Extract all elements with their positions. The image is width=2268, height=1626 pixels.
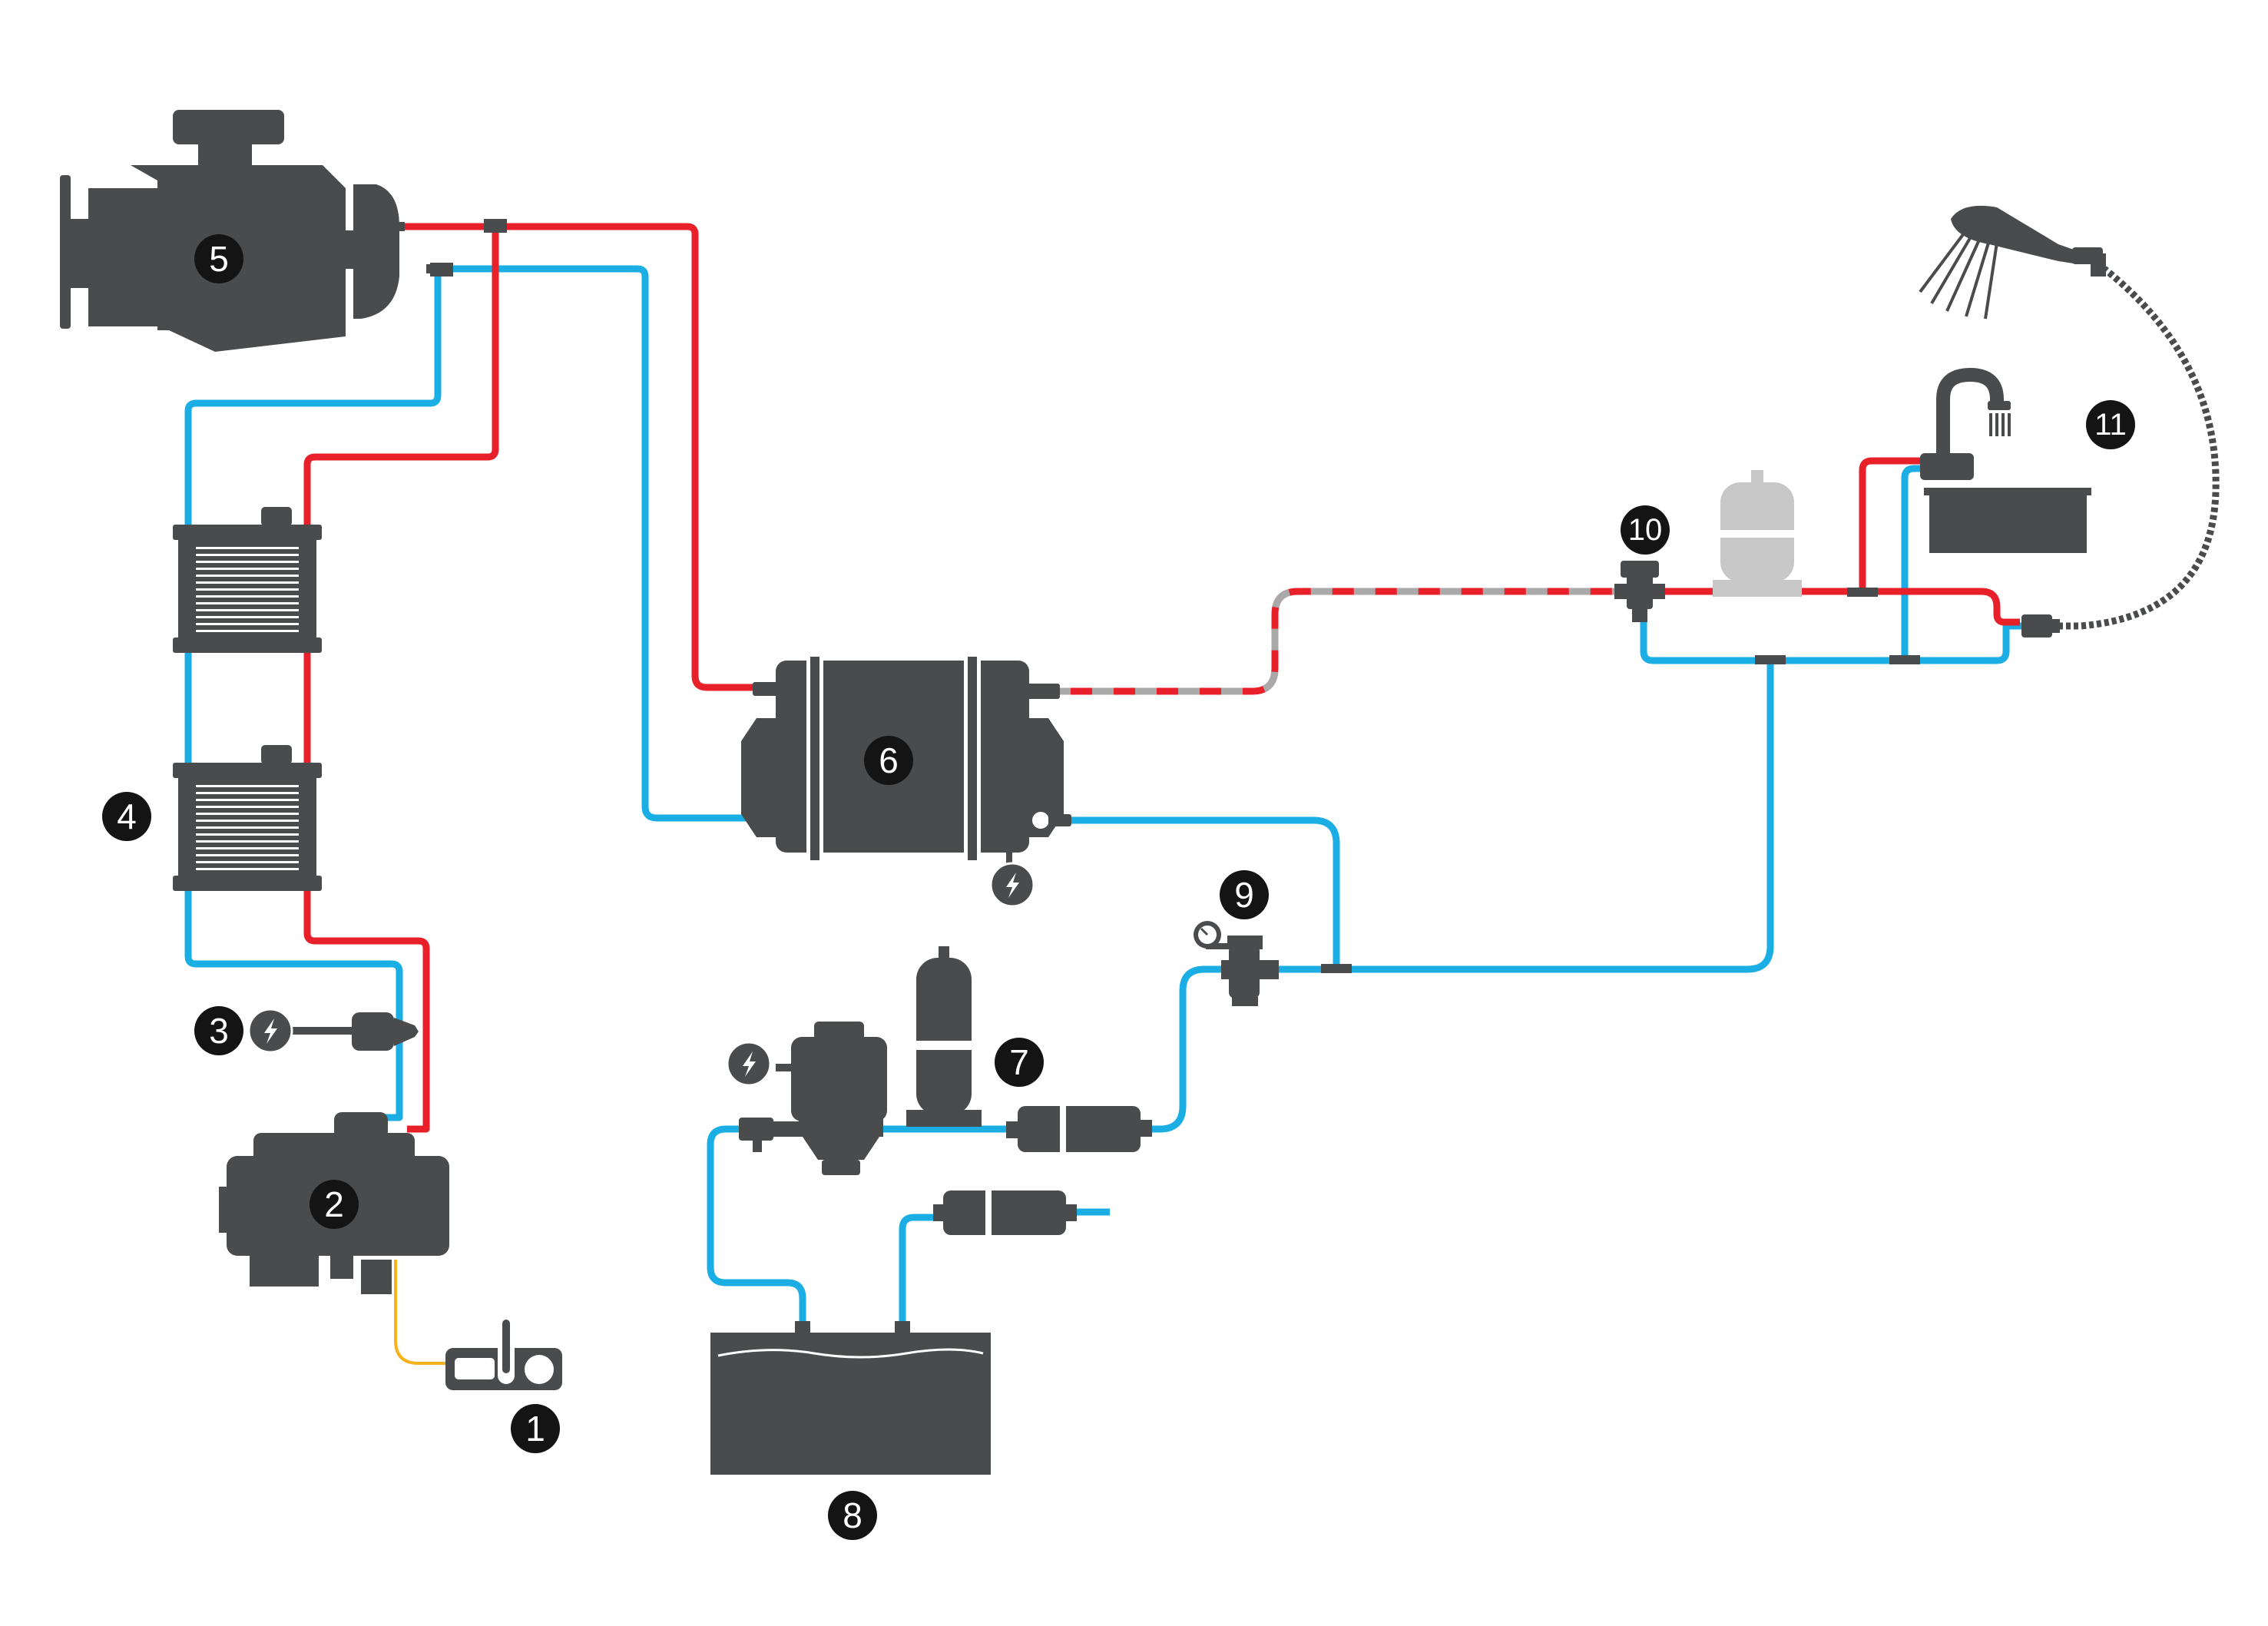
pump-accumulator <box>906 946 982 1127</box>
electrical-connection-icon <box>726 1041 772 1087</box>
marker-7: 7 <box>995 1038 1044 1087</box>
marker-9: 9 <box>1220 870 1269 919</box>
radiator-fin <box>196 854 299 856</box>
radiator-fin <box>196 595 299 598</box>
pressure-gauge-icon <box>1194 921 1221 949</box>
radiator-fin <box>196 826 299 829</box>
radiator-fin <box>196 581 299 584</box>
svg-text:10: 10 <box>1628 513 1663 547</box>
radiator-fin <box>196 568 299 570</box>
marker-10: 10 <box>1621 505 1670 555</box>
marker-6: 6 <box>864 736 913 785</box>
coolant-pipes <box>184 223 776 1133</box>
radiator-fin <box>196 813 299 815</box>
electrical-connection-icon <box>989 862 1035 908</box>
radiator-fin <box>196 547 299 549</box>
circulation-pump <box>284 1012 419 1051</box>
marker-4: 4 <box>102 792 151 841</box>
svg-text:9: 9 <box>1234 875 1254 915</box>
svg-text:11: 11 <box>2094 408 2127 442</box>
svg-text:2: 2 <box>324 1184 344 1224</box>
radiator-fin <box>196 602 299 604</box>
radiator-fin <box>196 820 299 822</box>
marker-8: 8 <box>828 1491 877 1540</box>
mixer-valve <box>1614 561 1665 622</box>
shower-head-icon <box>1919 205 2106 320</box>
marker-3: 3 <box>194 1006 243 1055</box>
sink-tap-icon <box>1920 367 2091 553</box>
svg-text:7: 7 <box>1009 1042 1029 1082</box>
engine <box>60 110 399 352</box>
radiator-fin <box>196 588 299 591</box>
svg-text:1: 1 <box>525 1409 545 1449</box>
radiator-fin <box>196 806 299 808</box>
radiator-fin <box>196 792 299 794</box>
marker-11: 11 <box>2086 400 2135 449</box>
radiator-fin <box>196 861 299 863</box>
shower-hose-connector <box>2021 614 2060 637</box>
radiator-fin <box>196 575 299 577</box>
radiator-fin <box>196 799 299 801</box>
radiator-fin <box>196 840 299 843</box>
tap-water-stream <box>1989 413 2011 436</box>
svg-text:8: 8 <box>843 1495 863 1535</box>
manifold-tees <box>1321 588 1920 973</box>
radiator-fin <box>196 554 299 556</box>
radiator-fin <box>196 847 299 849</box>
water-pump <box>739 1022 887 1175</box>
radiator-upper <box>173 507 322 653</box>
water-tank <box>710 1321 991 1475</box>
marker-5: 5 <box>194 234 243 283</box>
svg-text:5: 5 <box>209 239 229 279</box>
svg-text:3: 3 <box>209 1011 229 1051</box>
shower-hose <box>2051 266 2220 630</box>
radiator-fin <box>196 785 299 787</box>
svg-text:6: 6 <box>879 740 899 780</box>
radiator-fin <box>196 833 299 836</box>
engine-tee-fittings <box>396 219 507 277</box>
marker-2: 2 <box>310 1180 359 1229</box>
radiator-fin <box>196 623 299 625</box>
inline-filter <box>1006 1106 1152 1152</box>
radiator-fin <box>196 616 299 618</box>
radiator-fin <box>196 630 299 632</box>
thermostat-control-icon <box>445 1315 562 1390</box>
electrical-connection-icon <box>247 1008 293 1054</box>
pressure-regulator <box>1206 936 1279 1006</box>
return-filter <box>933 1191 1077 1235</box>
radiator-fin <box>196 609 299 611</box>
radiator-fin <box>196 561 299 563</box>
radiator-lower <box>173 745 322 891</box>
radiator-fin <box>196 868 299 870</box>
domestic-water-pipes <box>707 457 2028 1329</box>
svg-text:4: 4 <box>117 796 137 836</box>
hot-water-accumulator <box>1713 470 1802 597</box>
marker-1: 1 <box>511 1404 560 1453</box>
fuel-line <box>394 1260 453 1365</box>
